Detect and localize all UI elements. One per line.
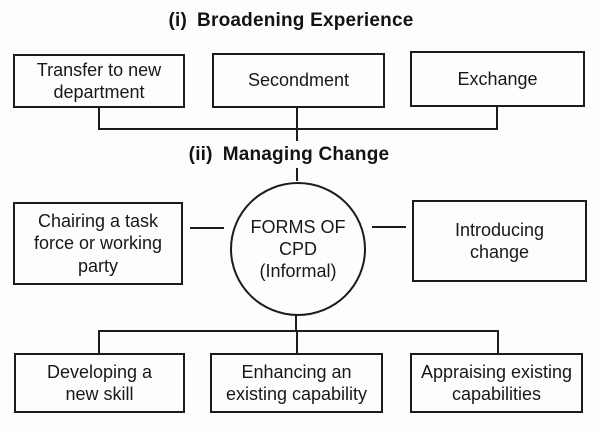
- section-heading-managing-change: (ii) Managing Change: [189, 144, 390, 166]
- box-text-line: Enhancing an: [241, 361, 352, 382]
- box-text-line: new skill: [65, 384, 134, 404]
- heading-marker: (ii): [188, 144, 213, 165]
- box-text-line: Appraising existing: [420, 361, 573, 382]
- box-enhancing-existing-capability: Enhancing an existing capability: [210, 353, 383, 413]
- section-heading-broadening-experience: (i) Broadening Experience: [169, 10, 414, 32]
- box-text-line: Chairing a task: [37, 211, 159, 232]
- box-secondment: Secondment: [212, 53, 385, 108]
- box-appraising-existing-capabilities: Appraising existing capabilities: [410, 353, 583, 413]
- box-text-line: Developing a: [46, 361, 153, 382]
- circle-text-line: (Informal): [259, 261, 337, 282]
- box-text-line: capabilities: [451, 384, 542, 404]
- box-text-line: Secondment: [247, 70, 350, 91]
- box-transfer-to-new-department: Transfer to new department: [13, 54, 185, 108]
- box-text-line: party: [77, 255, 119, 276]
- heading-text: Broadening Experience: [197, 10, 414, 31]
- box-text-line: existing capability: [225, 384, 368, 404]
- box-text-line: force or working: [33, 233, 163, 254]
- box-introducing-change: Introducing change: [412, 200, 587, 282]
- box-exchange: Exchange: [410, 51, 585, 107]
- circle-text-line: FORMS OF: [250, 216, 346, 237]
- box-text-line: Transfer to new: [36, 59, 162, 80]
- cpd-forms-circle: FORMS OF CPD (Informal): [230, 182, 366, 316]
- box-text-line: Introducing: [454, 219, 545, 240]
- box-chairing-task-force: Chairing a task force or working party: [13, 202, 183, 285]
- heading-marker: (i): [168, 10, 188, 31]
- box-text-line: change: [469, 242, 530, 262]
- box-text-line: Exchange: [457, 68, 538, 89]
- heading-text: Managing Change: [222, 144, 390, 165]
- circle-text-line: CPD: [278, 238, 317, 259]
- box-developing-new-skill: Developing a new skill: [14, 353, 185, 413]
- box-text-line: department: [53, 82, 145, 102]
